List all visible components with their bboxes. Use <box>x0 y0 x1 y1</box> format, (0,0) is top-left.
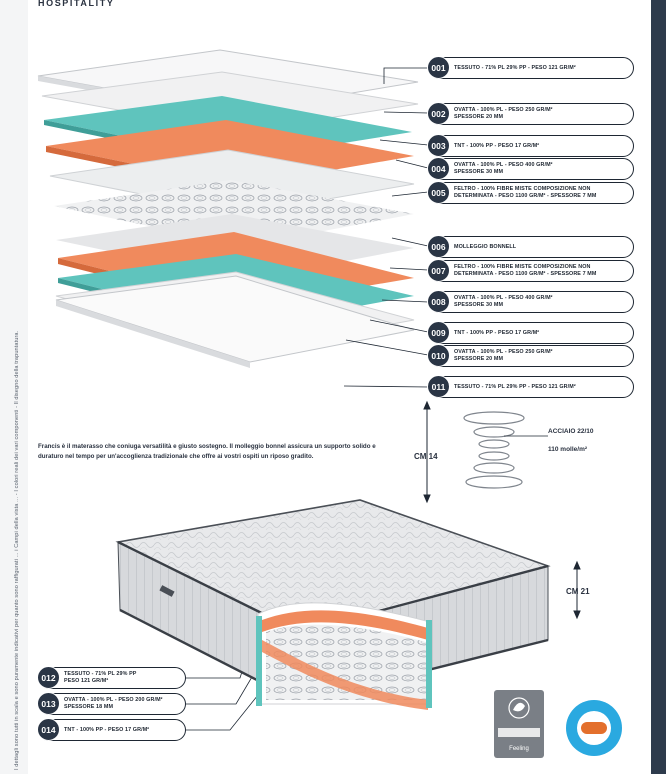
layer-number-badge: 012 <box>37 666 60 689</box>
layer-label-text: TNT - 100% PP - PESO 17 GR/M² <box>64 726 150 733</box>
spring-wire-label: ACCIAIO 22/10 <box>548 428 594 435</box>
feeling-badge-stripe <box>498 728 540 737</box>
feeling-badge-label: Feeling <box>509 746 529 752</box>
layer-number-badge: 010 <box>427 344 450 367</box>
layer-number-badge: 011 <box>427 375 450 398</box>
layer-label-003: 003 TNT - 100% PP - PESO 17 GR/M² <box>427 134 634 157</box>
layer-label-text: SPESSORE 20 MM <box>454 114 504 120</box>
layer-label-text: PESO 121 GR/M² <box>64 678 109 684</box>
layer-label-006: 006 MOLLEGGIO BONNELL <box>427 235 634 258</box>
layer-label-text: DETERMINATA - PESO 1100 GR/M² - SPESSORE… <box>454 193 597 199</box>
layer-label-011: 011 TESSUTO - 71% PL 29% PP - PESO 121 GR… <box>427 375 634 398</box>
mattress-3d <box>115 499 551 710</box>
layer-number-badge: 007 <box>427 259 450 282</box>
layer-slabs <box>37 49 419 368</box>
layer-number-badge: 001 <box>427 56 450 79</box>
layer-label-text: TESSUTO - 71% PL 29% PP - PESO 121 GR/M² <box>454 383 576 390</box>
layer-label-text: FELTRO - 100% FIBRE MISTE COMPOSIZIONE N… <box>454 186 591 192</box>
layer-label-text: OVATTA - 100% PL - PESO 200 GR/M² <box>64 697 163 703</box>
right-color-bar <box>651 0 666 774</box>
sidebar-disclaimer: I dettagli sono tutti in scala e sono pu… <box>0 0 28 774</box>
layer-label-text: OVATTA - 100% PL - PESO 400 GR/M² <box>454 295 553 301</box>
class-seal-mid <box>581 722 607 734</box>
layer-number-badge: 014 <box>37 718 60 741</box>
layers-height-label: CM 14 <box>414 452 438 461</box>
layer-label-text: OVATTA - 100% PL - PESO 250 GR/M² <box>454 349 553 355</box>
layer-number-badge: 003 <box>427 134 450 157</box>
layer-label-text: MOLLEGGIO BONNELL <box>454 243 517 250</box>
layer-slab-006 <box>54 180 414 246</box>
layer-label-text: OVATTA - 100% PL - PESO 250 GR/M² <box>454 107 553 113</box>
layer-label-text: TNT - 100% PP - PESO 17 GR/M² <box>454 329 540 336</box>
brand-header: HOSPITALITY <box>38 0 115 8</box>
layer-label-001: 001 TESSUTO - 71% PL 29% PP - PESO 121 GR… <box>427 56 634 79</box>
leaf-icon <box>508 697 530 719</box>
spring-density-label: 110 molle/m² <box>548 446 588 453</box>
layer-label-text: TNT - 100% PP - PESO 17 GR/M² <box>454 142 540 149</box>
layer-label-text: SPESSORE 20 MM <box>454 356 504 362</box>
dimension-arrows <box>423 400 581 620</box>
layer-label-text: DETERMINATA - PESO 1100 GR/M² - SPESSORE… <box>454 271 597 277</box>
layer-label-text: SPESSORE 30 MM <box>454 302 504 308</box>
layer-label-text: TESSUTO - 71% PL 29% PP - PESO 121 GR/M² <box>454 64 576 71</box>
layer-label-text: SPESSORE 30 MM <box>454 169 504 175</box>
layer-number-badge: 004 <box>427 157 450 180</box>
class-seal-icon <box>566 700 622 756</box>
border-label-014: 014 TNT - 100% PP - PESO 17 GR/M² <box>37 718 186 741</box>
mattress-height-label: CM 21 <box>566 587 590 596</box>
product-description: Francis è il materasso che coniuga versa… <box>38 443 376 460</box>
layer-number-badge: 005 <box>427 181 450 204</box>
layer-number-badge: 002 <box>427 102 450 125</box>
feeling-badge: Feeling <box>494 690 544 758</box>
layer-number-badge: 009 <box>427 321 450 344</box>
layer-label-007: 007 FELTRO - 100% FIBRE MISTE COMPOSIZION… <box>427 259 634 282</box>
layer-label-text: OVATTA - 100% PL - PESO 400 GR/M² <box>454 162 553 168</box>
layer-number-badge: 008 <box>427 290 450 313</box>
layer-label-text: TESSUTO - 71% PL 29% PP <box>64 671 137 677</box>
layer-number-badge: 013 <box>37 692 60 715</box>
spring-coil <box>463 411 548 489</box>
layer-label-text: FELTRO - 100% FIBRE MISTE COMPOSIZIONE N… <box>454 264 591 270</box>
layer-label-005: 005 FELTRO - 100% FIBRE MISTE COMPOSIZION… <box>427 181 634 204</box>
layer-label-009: 009 TNT - 100% PP - PESO 17 GR/M² <box>427 321 634 344</box>
layer-number-badge: 006 <box>427 235 450 258</box>
layer-label-text: SPESSORE 18 MM <box>64 704 114 710</box>
